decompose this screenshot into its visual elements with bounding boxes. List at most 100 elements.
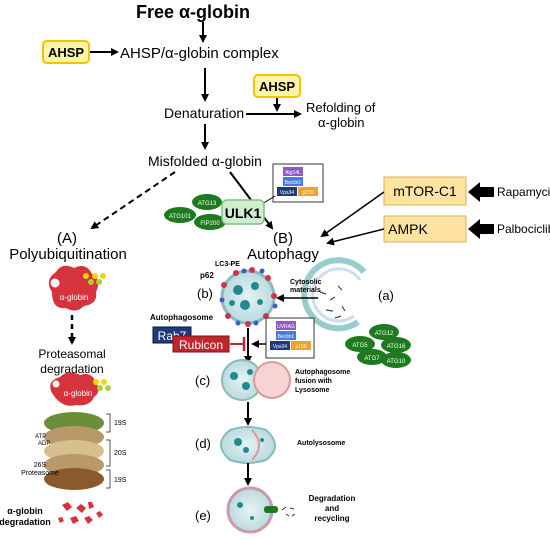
beclin1-block [283,177,303,186]
uvrag-block [276,321,296,330]
step-d-label: (d) [195,436,211,451]
fusion-label-3: Lysosome [295,387,329,394]
step-a-label: (a) [378,288,394,303]
refolding-label-1: Refolding of [306,100,376,115]
phagophore [301,257,367,332]
autophagosome [219,267,278,327]
vps34-block [277,187,297,196]
mtorc1-label: mTOR-C1 [393,183,457,199]
proteasome-19s-top: 19S [114,420,127,427]
fusion-vesicle [221,359,291,401]
cytosolic-label-2: materials [290,287,321,294]
beclin1-label: Beclin1 [285,180,302,186]
proteasome-atp: ATP [35,434,46,440]
proteasome-20s: 20S [114,450,127,457]
arrow-ampk-to-autophagy [326,228,385,246]
uvrag-vps34-block [270,341,290,350]
autophagosome-label: Autophagosome [150,313,214,322]
ahsp-box-right [253,74,301,98]
proteasome-stack [44,372,111,490]
palbociclib-block-arrow [468,219,494,239]
ampk-label: AMPK [388,221,428,237]
atg10-label: ATG10 [387,359,406,365]
path-a-letter: (A) [57,230,77,247]
globin-label-stack: α-globin [64,389,93,398]
ahsp-label-right: AHSP [259,79,295,94]
globin-label-left: α-globin [60,293,89,302]
path-b-letter: (B) [273,230,293,247]
title: Free α-globin [136,2,250,22]
atg13-label: ATG13 [198,201,217,207]
uvrag-label: UVRAG [277,324,295,330]
atg14l-label: Atg14L [285,170,301,176]
step-b-label: (b) [197,286,213,301]
atg16-oval [381,337,411,353]
fip200-label: FIP200 [200,221,220,227]
rapamycin-block-arrow [468,182,494,202]
p62-label: p62 [200,271,214,280]
atg12-label: ATG12 [375,331,394,337]
mtorc1-box [383,176,467,206]
uvrag-p150-block [291,341,311,350]
dashed-arrow-to-polyubiquitination [90,171,176,230]
step-e-label: (e) [195,508,211,523]
fusion-label-2: fusion with [295,378,332,385]
lc3-label: LC3-PE [215,261,240,268]
atg16-label: ATG16 [387,344,406,350]
ampk-box [383,215,467,243]
fip200-oval [194,214,226,230]
rapamycin-label: Rapamycin [497,185,550,199]
proteasomal-label-2: degradation [40,362,103,376]
ahsp-label-left: AHSP [48,45,84,60]
ulk1-label: ULK1 [225,205,262,221]
p150-label: p150 [302,190,313,196]
uvrag-p150-label: p150 [295,344,306,350]
proteasome-name: Proteasome [21,470,59,477]
misfolded-label: Misfolded α-globin [148,153,262,169]
complex-label: AHSP/α-globin complex [120,45,279,62]
refolding-label-2: α-globin [318,115,365,130]
path-b-label: Autophagy [247,246,319,263]
palbociclib-label: Palbociclib [497,222,550,236]
atg14l-block [283,167,303,176]
arrow-mtor-to-autophagy [320,191,385,238]
rubicon-label: Rubicon [179,338,223,352]
atg13-oval [192,194,222,210]
degradation-label-2: degradation [0,517,51,527]
atg101-label: ATG101 [169,214,192,220]
atg12-oval [369,324,399,340]
fusion-label-1: Autophagosome [295,369,350,376]
vps34-label: Vps34 [280,190,294,196]
uvrag-vps34-label: Vps34 [273,344,287,350]
degradation-vesicle [226,486,296,534]
degradation-label-1: α-globin [7,506,43,516]
proteasomal-label-1: Proteasomal [38,347,105,361]
atg101-oval [164,207,196,223]
autolysosome [220,426,276,464]
autolysosome-label: Autolysosome [297,440,345,447]
ahsp-box-left [42,40,90,64]
atg5-label: ATG5 [352,343,368,349]
atg5-oval [345,336,375,352]
proteasome-adp: ADP [38,441,50,447]
rubicon-box [172,335,230,353]
atg10-oval [381,352,411,368]
path-a-label: Polyubiquitination [9,246,127,263]
cytosolic-label-1: Cytosolic [290,279,322,286]
ubiquitinated-globin [48,265,106,311]
ulk1-box [221,199,265,225]
recycling-label: recycling [314,514,349,523]
proteasome-19s-bottom: 19S [114,477,127,484]
degradation-and-label-1: Degradation [309,494,356,503]
atg7-label: ATG7 [364,356,380,362]
proteasome-26s: 26S [34,462,47,469]
denaturation-label: Denaturation [164,105,244,121]
uvrag-beclin1-block [276,331,296,340]
p150-block [298,187,318,196]
uvrag-beclin1-label: Beclin1 [278,334,295,340]
globin-fragments [58,502,103,524]
degradation-and-label-2: and [325,504,339,513]
step-c-label: (c) [195,373,210,388]
atg7-oval [357,349,387,365]
